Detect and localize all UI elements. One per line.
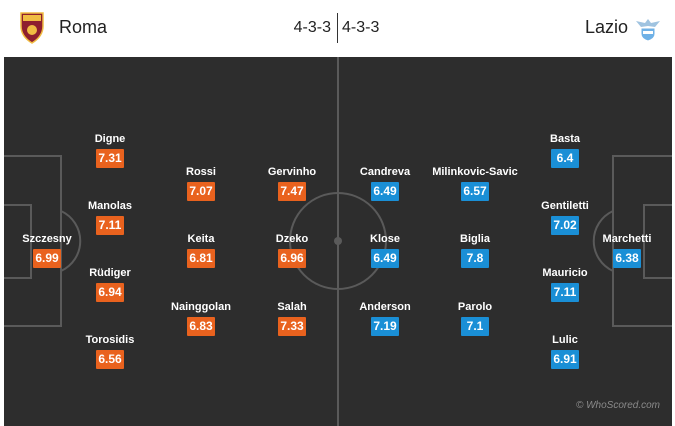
player-name: Anderson bbox=[359, 301, 411, 313]
player-name: Lulic bbox=[552, 334, 578, 346]
pitch: Szczesny 6.99 Digne 7.31 Manolas 7.11 Rü… bbox=[4, 57, 672, 426]
player-rating: 7.07 bbox=[187, 182, 215, 201]
player-card[interactable]: Marchetti 6.38 bbox=[582, 232, 672, 268]
pitch-markings bbox=[4, 57, 672, 426]
player-rating: 7.8 bbox=[461, 249, 489, 268]
player-name: Digne bbox=[94, 133, 126, 145]
lazio-eagle-crest-icon bbox=[636, 19, 660, 42]
player-name: Nainggolan bbox=[171, 301, 231, 313]
player-name: Rüdiger bbox=[89, 267, 131, 279]
player-card[interactable]: Rüdiger 6.94 bbox=[65, 266, 155, 302]
player-card[interactable]: Keita 6.81 bbox=[156, 232, 246, 268]
roma-crest-icon bbox=[20, 12, 44, 44]
home-team-name: Roma bbox=[59, 17, 108, 37]
player-name: Dzeko bbox=[275, 233, 309, 245]
player-card[interactable]: Milinkovic-Savic 6.57 bbox=[430, 165, 520, 201]
player-card[interactable]: Mauricio 7.11 bbox=[520, 266, 610, 302]
player-card[interactable]: Parolo 7.1 bbox=[430, 300, 520, 336]
player-card[interactable]: Rossi 7.07 bbox=[156, 165, 246, 201]
player-name: Parolo bbox=[457, 301, 493, 313]
player-name: Manolas bbox=[87, 200, 132, 212]
player-rating: 6.38 bbox=[613, 249, 641, 268]
player-rating: 7.47 bbox=[278, 182, 306, 201]
player-rating: 7.33 bbox=[278, 317, 306, 336]
player-name: Keita bbox=[187, 233, 215, 245]
player-name: Szczesny bbox=[22, 233, 72, 245]
player-rating: 6.49 bbox=[371, 249, 399, 268]
player-rating: 6.99 bbox=[33, 249, 61, 268]
player-card[interactable]: Torosidis 6.56 bbox=[65, 333, 155, 369]
player-rating: 6.94 bbox=[96, 283, 124, 302]
player-name: Rossi bbox=[186, 166, 216, 178]
player-rating: 6.57 bbox=[461, 182, 489, 201]
player-name: Mauricio bbox=[542, 267, 588, 279]
player-card[interactable]: Candreva 6.49 bbox=[340, 165, 430, 201]
player-card[interactable]: Dzeko 6.96 bbox=[247, 232, 337, 268]
player-rating: 6.96 bbox=[278, 249, 306, 268]
match-header: Roma 4-3-3 4-3-3 Lazio bbox=[0, 0, 675, 57]
player-rating: 7.31 bbox=[96, 149, 124, 168]
player-card[interactable]: Basta 6.4 bbox=[520, 132, 610, 168]
player-name: Salah bbox=[277, 301, 307, 313]
player-name: Basta bbox=[550, 133, 580, 145]
player-rating: 7.11 bbox=[96, 216, 124, 235]
player-rating: 6.56 bbox=[96, 350, 124, 369]
player-card[interactable]: Szczesny 6.99 bbox=[2, 232, 92, 268]
player-card[interactable]: Lulic 6.91 bbox=[520, 333, 610, 369]
player-rating: 6.91 bbox=[551, 350, 579, 369]
player-rating: 7.19 bbox=[371, 317, 399, 336]
whoscored-watermark: © WhoScored.com bbox=[575, 400, 660, 411]
player-rating: 6.4 bbox=[551, 149, 579, 168]
player-card[interactable]: Salah 7.33 bbox=[247, 300, 337, 336]
player-name: Milinkovic-Savic bbox=[432, 166, 518, 178]
player-name: Marchetti bbox=[602, 233, 652, 245]
home-formation: 4-3-3 bbox=[293, 19, 331, 36]
player-card[interactable]: Anderson 7.19 bbox=[340, 300, 430, 336]
player-card[interactable]: Biglia 7.8 bbox=[430, 232, 520, 268]
player-name: Torosidis bbox=[85, 334, 135, 346]
away-team-name: Lazio bbox=[584, 17, 628, 37]
player-name: Gentiletti bbox=[541, 200, 589, 212]
player-name: Biglia bbox=[460, 233, 490, 245]
player-rating: 7.11 bbox=[551, 283, 579, 302]
player-rating: 6.81 bbox=[187, 249, 215, 268]
player-name: Klose bbox=[370, 233, 400, 245]
player-rating: 7.02 bbox=[551, 216, 579, 235]
formation-divider bbox=[337, 13, 338, 43]
away-formation: 4-3-3 bbox=[342, 19, 380, 36]
player-rating: 6.49 bbox=[371, 182, 399, 201]
player-card[interactable]: Nainggolan 6.83 bbox=[156, 300, 246, 336]
player-name: Candreva bbox=[359, 166, 411, 178]
player-card[interactable]: Klose 6.49 bbox=[340, 232, 430, 268]
player-card[interactable]: Gervinho 7.47 bbox=[247, 165, 337, 201]
player-card[interactable]: Manolas 7.11 bbox=[65, 199, 155, 235]
player-card[interactable]: Gentiletti 7.02 bbox=[520, 199, 610, 235]
player-rating: 6.83 bbox=[187, 317, 215, 336]
player-rating: 7.1 bbox=[461, 317, 489, 336]
player-name: Gervinho bbox=[267, 166, 317, 178]
player-card[interactable]: Digne 7.31 bbox=[65, 132, 155, 168]
